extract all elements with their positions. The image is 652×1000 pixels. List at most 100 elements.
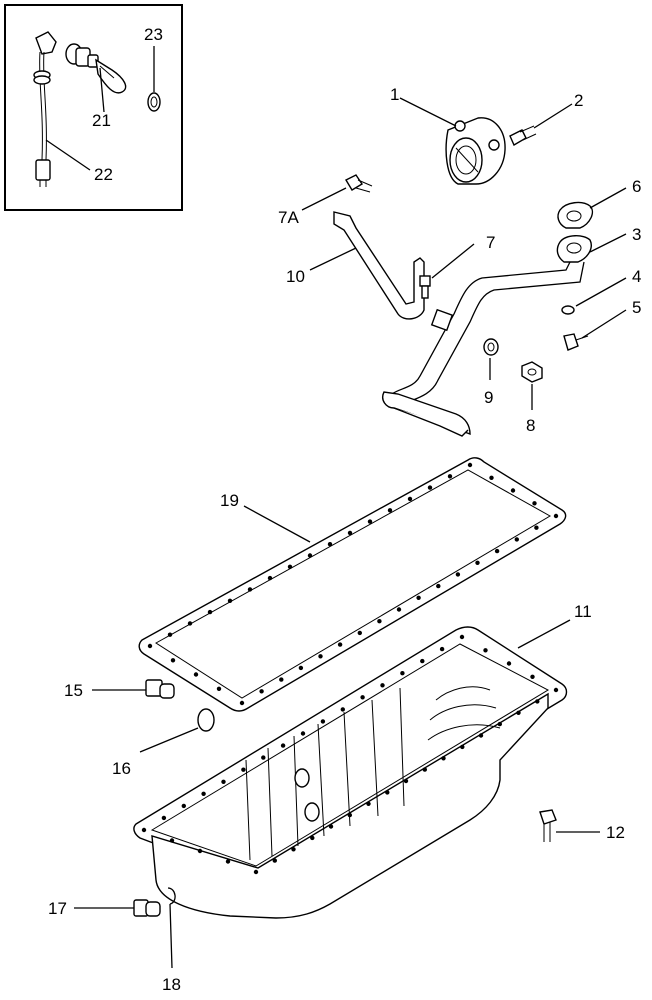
bolt-hole [478, 733, 484, 738]
bolt-hole [357, 630, 362, 636]
callout-11: 11 [574, 602, 592, 621]
bolt-hole [483, 648, 488, 653]
bolt-hole [320, 719, 326, 724]
bolt-hole [367, 519, 373, 524]
bolt-hole [385, 790, 390, 795]
callout-17: 17 [48, 899, 67, 918]
bolt-hole [427, 485, 433, 490]
bolt-hole [239, 700, 245, 706]
bolt-hole [161, 815, 167, 821]
callout-2: 2 [574, 91, 583, 110]
bolt-hole [497, 721, 502, 727]
bolt-hole [516, 710, 521, 715]
oil-pump-housing [445, 117, 506, 185]
bolt-hole [340, 707, 345, 712]
callout-23: 23 [144, 25, 163, 44]
bolt-hole [187, 621, 193, 626]
bolt-hole [396, 607, 402, 612]
inset-frame [4, 4, 183, 211]
bolt-hole [225, 859, 231, 864]
bolt-hole [328, 824, 334, 829]
seal-washer [483, 338, 499, 356]
bolt-hole [422, 767, 427, 772]
bolt-hole [241, 767, 246, 772]
bolt-hole [169, 838, 175, 843]
bolt-hole [279, 677, 284, 682]
seal-ring-16 [197, 708, 215, 732]
bolt-hole [167, 632, 173, 637]
bolt-hole [475, 560, 480, 565]
bolt-hole [532, 501, 537, 506]
drain-plug-15 [145, 679, 175, 699]
bolt-hole [259, 689, 264, 694]
bolt-hole [416, 595, 421, 600]
bolt-hole [147, 643, 153, 649]
callout-10: 10 [286, 267, 305, 286]
bolt-hole [300, 731, 306, 736]
callout-6: 6 [632, 177, 641, 196]
bolt-hole [387, 508, 393, 513]
bolt-hole [247, 587, 253, 592]
bolt-hole [530, 674, 535, 679]
bolt-hole [253, 869, 259, 875]
bolt-hole [436, 583, 441, 589]
drain-plug-17 [133, 899, 161, 917]
callout-1: 1 [390, 85, 399, 104]
pickup-gasket [557, 201, 594, 229]
bolt-hole [197, 848, 203, 854]
bolt-hole [291, 847, 296, 852]
level-sensor [65, 43, 127, 94]
bolt-hole [327, 542, 333, 547]
bolt-hole [221, 779, 226, 784]
bolt-hole [439, 646, 445, 652]
callout-19: 19 [220, 491, 239, 510]
tube-bracket [333, 211, 425, 320]
bolt-hole [170, 658, 176, 663]
callout-12: 12 [606, 823, 625, 842]
bolt-hole [347, 530, 353, 536]
bolt-hole [455, 572, 461, 577]
bolt-hole [280, 743, 286, 748]
bolt-hole [287, 564, 293, 569]
callout-22: 22 [94, 165, 113, 184]
callout-8: 8 [526, 416, 535, 435]
bolt-hole [267, 575, 273, 581]
callout-5: 5 [632, 298, 641, 317]
bolt-hole [307, 553, 313, 558]
callout-3: 3 [632, 225, 641, 244]
bolt-hole [510, 488, 516, 493]
pump-bolt [509, 125, 537, 146]
pan-bolt [539, 809, 557, 842]
sensor-harness [33, 31, 57, 187]
bolt-hole [377, 619, 382, 624]
callout-18: 18 [162, 975, 181, 994]
bolt-hole [467, 462, 473, 468]
bolt-hole [380, 683, 385, 688]
callouts: 1 2 3 4 5 6 7 7A 8 9 10 11 12 15 16 17 1… [48, 25, 641, 994]
bolt-hole [181, 803, 186, 809]
sensor-washer [147, 92, 161, 112]
callout-4: 4 [632, 267, 641, 286]
callout-16: 16 [112, 759, 131, 778]
bolt-hole [489, 475, 494, 480]
bolt-hole [494, 548, 500, 554]
bolt-hole [207, 609, 213, 615]
bolt-hole [459, 634, 465, 640]
bolt-hole [407, 496, 413, 502]
bolt-hole [553, 513, 559, 519]
bolt-hole [441, 756, 446, 761]
bolt-hole [360, 695, 365, 700]
bolt-hole [400, 671, 405, 676]
bolt-hole [534, 525, 539, 530]
bracket-bolt-7 [419, 275, 431, 299]
callout-7: 7 [486, 233, 495, 252]
bolt-hole [403, 778, 409, 784]
bolt-hole [447, 474, 453, 479]
flange-nut [521, 361, 543, 383]
bolt-hole [261, 755, 266, 760]
bolt-hole [227, 598, 233, 603]
bolt-hole [347, 812, 352, 818]
bolt-hole [535, 699, 540, 704]
bolt-hole [420, 658, 425, 664]
